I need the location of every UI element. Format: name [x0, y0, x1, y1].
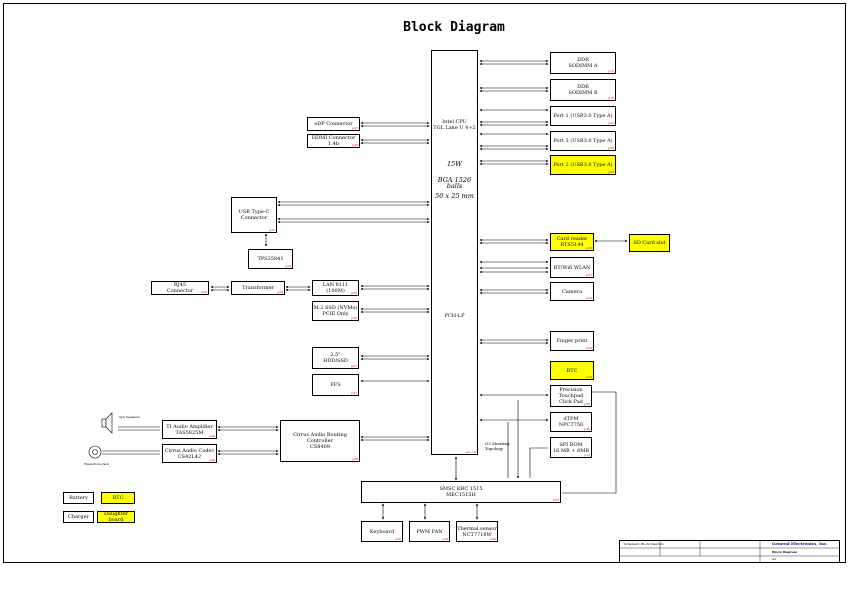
diagram-title: Block Diagram [403, 20, 505, 35]
speaker-label: Spk Speakers [119, 415, 140, 419]
port1-usb-box: Port 1 (USB3.0 Type A)p23 [550, 106, 616, 126]
company-name: General Electronics, Inc. [772, 541, 828, 546]
headphone-label: Headphone Jack [84, 462, 109, 466]
diagram-frame [3, 3, 846, 563]
port3-usb-box: Port 3 (USB3.0 Type A)p24 [550, 131, 616, 151]
cpu-name: Intel CPU [442, 119, 467, 125]
speaker-icon [101, 412, 113, 434]
cpu-block: Intel CPU TGL Lake U 4+2 15W BGA 1526 ba… [431, 50, 478, 455]
rtc-legend-box: RTC [101, 492, 135, 504]
cpu-size: 50 x 25 mm [435, 192, 474, 200]
headphone-jack-icon [88, 445, 102, 459]
port2-usb-box: Port 2 (USB3.0 Type A)p23 [550, 155, 616, 175]
charger-box: Charger [63, 511, 94, 523]
sd-card-slot-box: SD Card slot [629, 234, 670, 252]
pch-label: PCH-LP [444, 313, 465, 319]
lan-box: LAN 8111(100M) p28 [312, 280, 359, 296]
title-block: Schematic Block Diagram General Electron… [619, 540, 840, 563]
cpu-tdp: 15W [447, 160, 462, 168]
g3-topology-label: G3 Shutting Topology [485, 441, 510, 451]
doc-title: Block Diagram [772, 550, 798, 554]
cpu-ref: p2~13 [465, 450, 476, 454]
cpu-model: TGL Lake U 4+2 [433, 125, 476, 131]
schematic-label: Schematic Block Diagram [624, 542, 664, 546]
battery-box: Battery [63, 492, 94, 504]
cpu-package: BGA 1526 balls [437, 176, 472, 190]
hdd-ssd-box: 2.5"HDD/SSD p27 [312, 347, 359, 369]
doc-size: A3 [772, 557, 777, 561]
daughter-board-box: Daughter board [97, 511, 135, 523]
m2-ssd-box: M.2 SSD (NVMe)PCIE Only p30 [312, 301, 359, 321]
